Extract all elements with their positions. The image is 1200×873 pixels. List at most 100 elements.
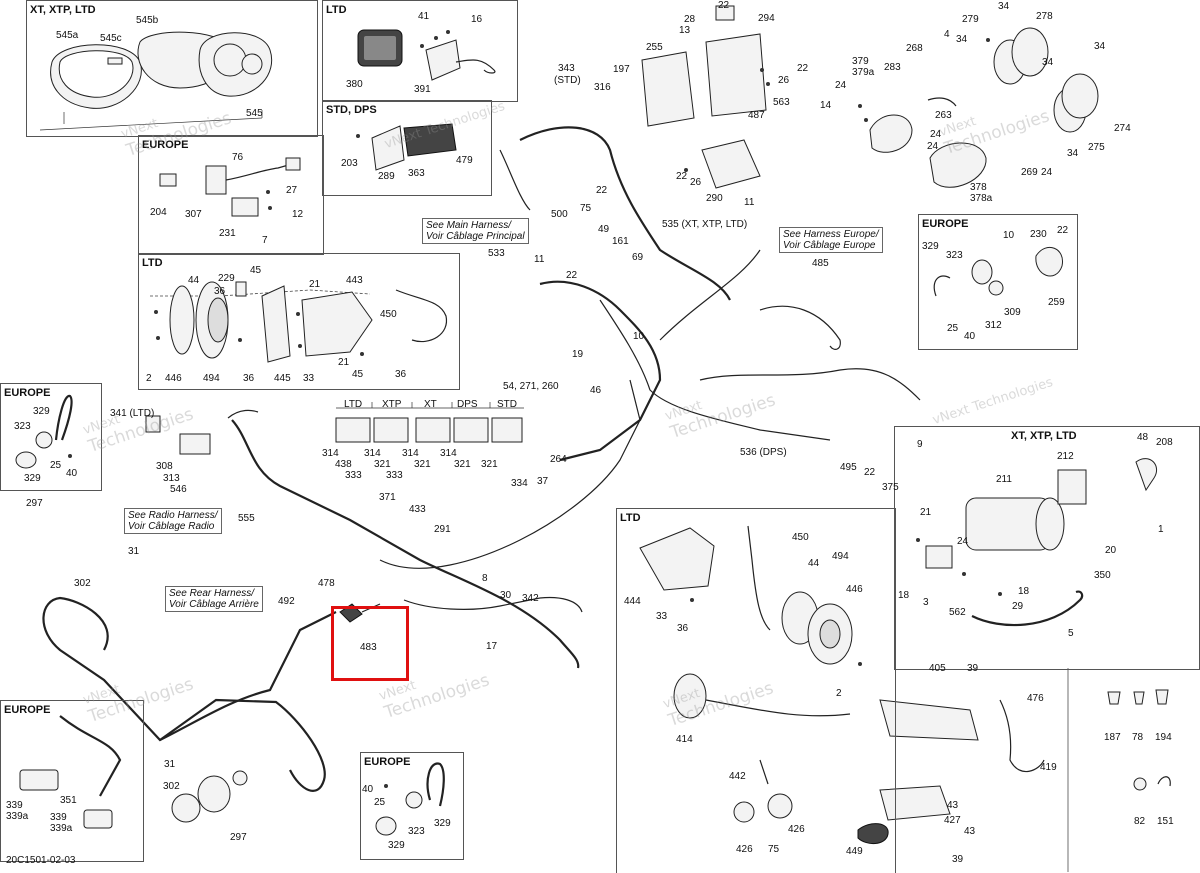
- part-label[interactable]: 443: [346, 275, 363, 286]
- part-label[interactable]: 446: [846, 584, 863, 595]
- part-label[interactable]: 43: [964, 826, 976, 837]
- part-label[interactable]: 24: [927, 141, 939, 152]
- part-label[interactable]: 82: [1134, 816, 1146, 827]
- part-label[interactable]: 329: [434, 818, 451, 829]
- part-label[interactable]: 69: [632, 252, 644, 263]
- part-label[interactable]: 323: [408, 826, 425, 837]
- part-label[interactable]: 446: [165, 373, 182, 384]
- part-label[interactable]: 37: [537, 476, 549, 487]
- part-label[interactable]: 22: [797, 63, 809, 74]
- part-label[interactable]: 302: [74, 578, 91, 589]
- part-label[interactable]: 39: [967, 663, 979, 674]
- part-label[interactable]: 442: [729, 771, 746, 782]
- part-label[interactable]: 26: [690, 177, 702, 188]
- part-label[interactable]: 259: [1048, 297, 1065, 308]
- part-label[interactable]: 268: [906, 43, 923, 54]
- part-label[interactable]: 22: [676, 171, 688, 182]
- part-label[interactable]: 36: [243, 373, 255, 384]
- part-label[interactable]: 555: [238, 513, 255, 524]
- part-label[interactable]: 264: [550, 454, 567, 465]
- part-label[interactable]: 339: [50, 812, 67, 823]
- part-label[interactable]: 314: [364, 448, 381, 459]
- part-label[interactable]: 18: [898, 590, 910, 601]
- part-label[interactable]: 40: [362, 784, 374, 795]
- highlight-label-483[interactable]: 483: [360, 642, 377, 653]
- part-label[interactable]: 495: [840, 462, 857, 473]
- part-label[interactable]: 30: [500, 590, 512, 601]
- part-label[interactable]: 24: [957, 536, 969, 547]
- part-label[interactable]: 34: [956, 34, 968, 45]
- part-label[interactable]: 339a: [6, 811, 29, 822]
- part-label[interactable]: 378: [970, 182, 987, 193]
- part-label[interactable]: 33: [303, 373, 315, 384]
- part-label[interactable]: 323: [946, 250, 963, 261]
- part-label[interactable]: 19: [572, 349, 584, 360]
- part-label[interactable]: 290: [706, 193, 723, 204]
- part-label[interactable]: 20: [1105, 545, 1117, 556]
- part-label[interactable]: 24: [1041, 167, 1053, 178]
- part-label[interactable]: 161: [612, 236, 629, 247]
- part-label[interactable]: 34: [1067, 148, 1079, 159]
- part-label[interactable]: 536 (DPS): [740, 447, 787, 458]
- part-label[interactable]: 255: [646, 42, 663, 53]
- part-label[interactable]: 494: [203, 373, 220, 384]
- part-label[interactable]: 302: [163, 781, 180, 792]
- part-label[interactable]: 308: [156, 461, 173, 472]
- part-label[interactable]: 10: [1003, 230, 1015, 241]
- part-label[interactable]: 46: [590, 385, 602, 396]
- part-label[interactable]: 9: [917, 439, 923, 450]
- part-label[interactable]: 151: [1157, 816, 1174, 827]
- part-label[interactable]: 419: [1040, 762, 1057, 773]
- part-label[interactable]: 279: [962, 14, 979, 25]
- part-label[interactable]: 426: [736, 844, 753, 855]
- part-label[interactable]: 21: [338, 357, 350, 368]
- part-label[interactable]: 363: [408, 168, 425, 179]
- part-label[interactable]: 426: [788, 824, 805, 835]
- part-label[interactable]: 545a: [56, 30, 79, 41]
- part-label[interactable]: 378a: [970, 193, 993, 204]
- part-label[interactable]: 22: [718, 0, 730, 11]
- part-label[interactable]: 45: [352, 369, 364, 380]
- part-label[interactable]: 33: [656, 611, 668, 622]
- part-label[interactable]: 36: [677, 623, 689, 634]
- part-label[interactable]: 7: [262, 235, 268, 246]
- part-label[interactable]: 194: [1155, 732, 1172, 743]
- part-label[interactable]: 333: [345, 470, 362, 481]
- part-label[interactable]: 36: [395, 369, 407, 380]
- part-label[interactable]: 1: [1158, 524, 1164, 535]
- part-label[interactable]: 278: [1036, 11, 1053, 22]
- highlight-box-483[interactable]: [331, 606, 409, 681]
- part-label[interactable]: 476: [1027, 693, 1044, 704]
- part-label[interactable]: 230: [1030, 229, 1047, 240]
- part-label[interactable]: 78: [1132, 732, 1144, 743]
- part-label[interactable]: 41: [418, 11, 430, 22]
- part-label[interactable]: 309: [1004, 307, 1021, 318]
- part-label[interactable]: 405: [929, 663, 946, 674]
- part-label[interactable]: 321: [374, 459, 391, 470]
- part-label[interactable]: 2: [836, 688, 842, 699]
- part-label[interactable]: 450: [380, 309, 397, 320]
- part-label[interactable]: 487: [748, 110, 765, 121]
- part-label[interactable]: 449: [846, 846, 863, 857]
- part-label[interactable]: 351: [60, 795, 77, 806]
- part-label[interactable]: 391: [414, 84, 431, 95]
- part-label[interactable]: 34: [998, 1, 1010, 12]
- part-label[interactable]: 36: [214, 286, 226, 297]
- part-label[interactable]: 29: [1012, 601, 1024, 612]
- part-label[interactable]: 478: [318, 578, 335, 589]
- part-label[interactable]: 500: [551, 209, 568, 220]
- part-label[interactable]: 269: [1021, 167, 1038, 178]
- part-label[interactable]: 13: [679, 25, 691, 36]
- part-label[interactable]: 24: [835, 80, 847, 91]
- part-label[interactable]: 427: [944, 815, 961, 826]
- part-label[interactable]: 329: [33, 406, 50, 417]
- part-label[interactable]: 17: [486, 641, 498, 652]
- part-label[interactable]: 294: [758, 13, 775, 24]
- part-label[interactable]: 562: [949, 607, 966, 618]
- part-label[interactable]: 323: [14, 421, 31, 432]
- part-label[interactable]: 445: [274, 373, 291, 384]
- part-label[interactable]: 40: [964, 331, 976, 342]
- part-label[interactable]: 43: [947, 800, 959, 811]
- part-label[interactable]: 204: [150, 207, 167, 218]
- part-label[interactable]: 433: [409, 504, 426, 515]
